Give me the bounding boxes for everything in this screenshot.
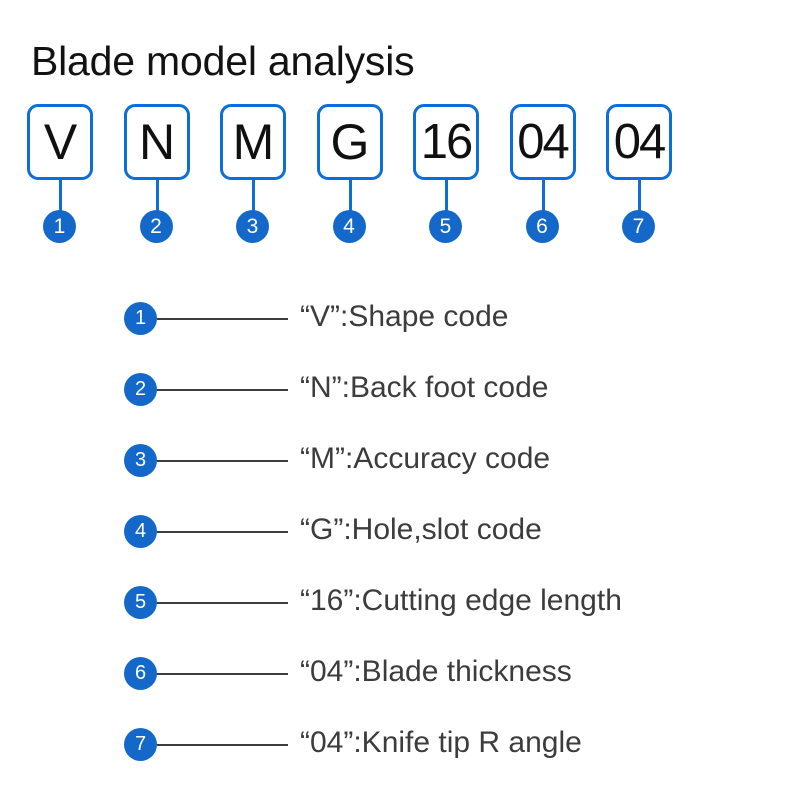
code-box-value: N	[138, 114, 175, 170]
code-badge-4: 4	[332, 210, 366, 243]
legend-badge-1: 1	[124, 302, 157, 335]
code-badge-5: 5	[429, 210, 462, 243]
code-connector-line	[348, 180, 352, 212]
code-box-value: 16	[420, 115, 473, 169]
code-box[interactable]: G	[316, 104, 383, 180]
legend-badge-4: 4	[124, 515, 157, 548]
code-badge-1: 1	[43, 210, 76, 243]
legend-description: “G”:Hole,slot code	[300, 513, 542, 546]
code-box[interactable]: M	[220, 104, 286, 180]
legend-leader-line	[157, 318, 288, 320]
legend-row: 7 “04”:Knife tip R angle	[124, 726, 784, 762]
legend-badge-7: 7	[124, 728, 157, 761]
page-title: Blade model analysis	[31, 38, 415, 84]
legend-badge-5: 5	[124, 586, 157, 619]
legend-leader-line	[157, 460, 288, 462]
legend-leader-line	[157, 744, 288, 746]
code-badge-6: 6	[525, 210, 559, 243]
code-connector-line	[59, 180, 62, 212]
code-cell: 16 5	[413, 104, 479, 243]
code-box[interactable]: N	[123, 104, 190, 180]
legend-description: “N”:Back foot code	[300, 371, 549, 404]
legend-row: 1 “V”:Shape code	[124, 300, 784, 336]
legend-description: “V”:Shape code	[300, 300, 509, 333]
code-cell: 04 6	[509, 104, 576, 243]
code-box[interactable]: 04	[606, 104, 672, 180]
code-badge-2: 2	[139, 210, 173, 243]
legend-row: 6 “04”:Blade thickness	[124, 655, 784, 691]
legend-row: 2 “N”:Back foot code	[124, 371, 784, 407]
code-box-value: G	[330, 114, 370, 170]
code-connector-line	[638, 180, 641, 212]
code-box[interactable]: 16	[413, 104, 479, 180]
code-badge-3: 3	[236, 210, 269, 243]
code-box-value: 04	[517, 115, 569, 169]
legend-badge-2: 2	[124, 373, 157, 406]
code-box[interactable]: V	[27, 104, 93, 180]
legend-leader-line	[157, 389, 288, 391]
legend-description: “04”:Blade thickness	[300, 655, 572, 688]
legend-row: 5 “16”:Cutting edge length	[124, 584, 784, 620]
legend-row: 3 “M”:Accuracy code	[124, 442, 784, 478]
code-cell: 04 7	[606, 104, 672, 243]
code-box-value: M	[232, 114, 275, 170]
legend-row: 4 “G”:Hole,slot code	[124, 513, 784, 549]
legend-leader-line	[157, 673, 288, 675]
legend-description: “M”:Accuracy code	[300, 442, 551, 475]
legend-description: “16”:Cutting edge length	[300, 584, 622, 617]
code-badge-7: 7	[622, 210, 655, 243]
legend-badge-3: 3	[124, 444, 157, 477]
code-connector-line	[252, 180, 255, 212]
code-box-value: 04	[613, 115, 666, 169]
legend-description: “04”:Knife tip R angle	[300, 726, 582, 759]
legend-leader-line	[157, 531, 288, 533]
code-box-value: V	[43, 114, 77, 170]
code-box[interactable]: 04	[509, 104, 576, 180]
code-connector-line	[445, 180, 448, 212]
code-connector-line	[541, 180, 545, 212]
legend-badge-6: 6	[124, 657, 157, 690]
legend-leader-line	[157, 602, 288, 604]
code-connector-line	[155, 180, 159, 212]
